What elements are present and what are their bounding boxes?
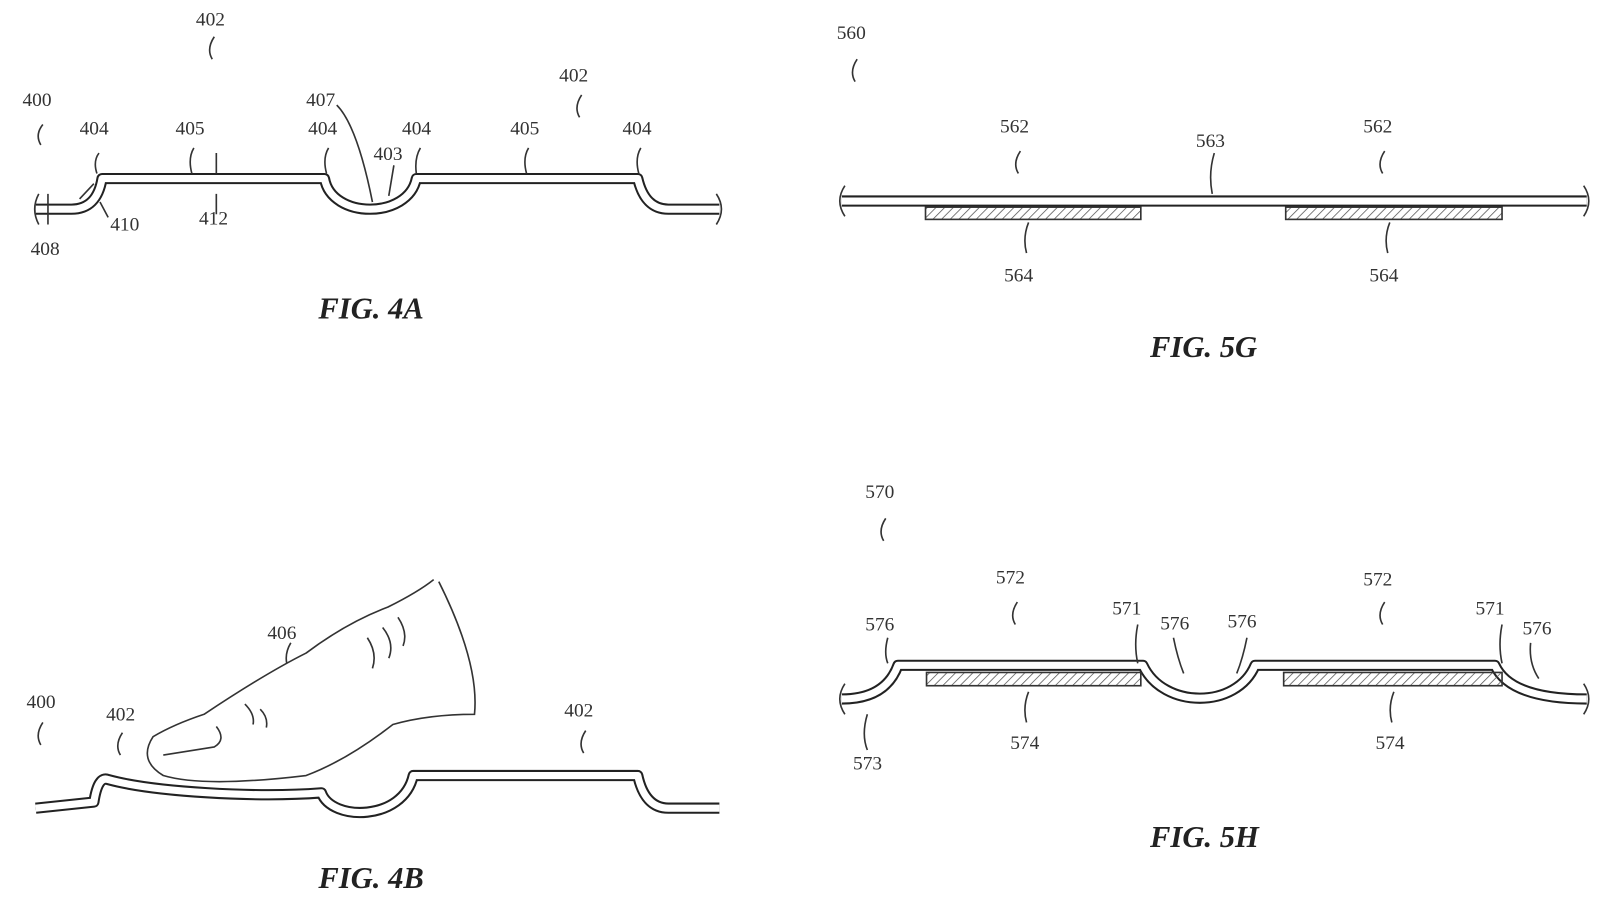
figure-4a: 400 402 402 404 405 407 404 403 404 405 …: [22, 10, 723, 325]
pad-574: [925, 671, 1142, 687]
pad-564: [1284, 206, 1503, 221]
label-560: 560: [837, 23, 866, 44]
label-572: 572: [996, 568, 1025, 589]
label-402: 402: [564, 700, 593, 721]
label-574: 574: [1010, 733, 1039, 754]
label-404: 404: [402, 119, 431, 140]
figure-caption: FIG. 5H: [1149, 820, 1260, 854]
label-570: 570: [865, 482, 894, 503]
pad-574: [1282, 671, 1503, 687]
label-405: 405: [510, 119, 539, 140]
figure-caption: FIG. 4B: [317, 861, 423, 895]
label-563: 563: [1196, 131, 1225, 152]
label-400: 400: [27, 692, 56, 713]
figure-5h: 570 572 572 576 571 576 576 571 576 573 …: [838, 482, 1590, 854]
label-571: 571: [1476, 598, 1505, 619]
finger-illustration: [146, 578, 476, 783]
label-572: 572: [1363, 570, 1392, 591]
label-573: 573: [853, 753, 882, 774]
label-403: 403: [373, 144, 402, 165]
figure-5g: 560 562 563 562 564 564 FIG. 5G: [837, 23, 1590, 364]
label-564: 564: [1369, 266, 1398, 287]
label-562: 562: [1363, 117, 1392, 138]
label-402: 402: [559, 66, 588, 87]
label-576: 576: [1522, 619, 1551, 640]
label-407: 407: [306, 90, 335, 111]
label-576: 576: [1228, 612, 1257, 633]
label-571: 571: [1112, 598, 1141, 619]
label-404: 404: [80, 119, 109, 140]
label-402: 402: [196, 10, 225, 31]
figure-caption: FIG. 5G: [1149, 330, 1257, 364]
label-404: 404: [622, 119, 651, 140]
figure-4b: 400 402 406 402 FIG. 4B: [27, 578, 720, 895]
label-408: 408: [31, 239, 60, 260]
label-576: 576: [1160, 614, 1189, 635]
label-410: 410: [110, 215, 139, 236]
label-400: 400: [22, 90, 51, 111]
label-564: 564: [1004, 266, 1033, 287]
label-562: 562: [1000, 117, 1029, 138]
label-576: 576: [865, 615, 894, 636]
label-412: 412: [199, 208, 228, 229]
label-405: 405: [176, 119, 205, 140]
pad-564: [924, 206, 1142, 221]
keyboard-cover-profile: [35, 172, 720, 215]
figure-caption: FIG. 4A: [317, 291, 423, 325]
label-404: 404: [308, 119, 337, 140]
label-574: 574: [1376, 733, 1405, 754]
label-402: 402: [106, 704, 135, 725]
label-406: 406: [267, 623, 296, 644]
